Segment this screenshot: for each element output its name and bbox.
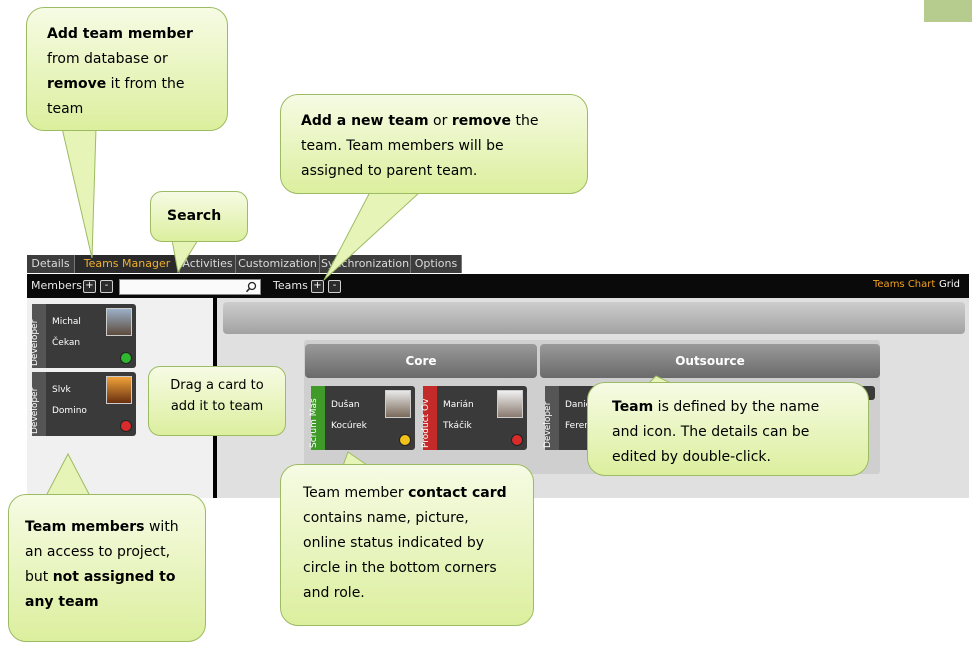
member-first-name: Slvk (52, 385, 71, 395)
tab-customization[interactable]: Customization (236, 255, 320, 273)
callout-text: is defined by the name and icon. The det… (612, 399, 820, 465)
member-photo (106, 308, 132, 336)
member-last-name: Domino (52, 406, 87, 416)
team-outsource-title[interactable]: Outsource (540, 344, 880, 378)
search-icon[interactable] (245, 281, 257, 293)
callout-bold: Team (612, 399, 654, 415)
member-last-name: Tkáčik (443, 421, 472, 431)
teams-label: Teams (273, 279, 308, 292)
add-team-button[interactable]: + (311, 280, 324, 293)
callout-drag-card: Drag a card to add it to team (148, 366, 286, 436)
member-last-name: Kocúrek (331, 421, 367, 431)
status-indicator (399, 434, 411, 446)
role-strip: Developer (30, 304, 46, 368)
remove-member-button[interactable]: - (100, 280, 113, 293)
callout-text: Drag a card to add it to team (170, 378, 264, 414)
callout-text: from database or (47, 51, 168, 67)
callout-bold: Add a new team (301, 113, 429, 129)
member-last-name: Feren (565, 421, 590, 431)
status-indicator (120, 352, 132, 364)
callout-text: it from the team (47, 76, 185, 117)
member-card[interactable]: Developer Slvk Domino (30, 372, 136, 436)
member-photo (385, 390, 411, 418)
member-card[interactable]: Product Ov Marián Tkáčik (421, 386, 527, 450)
callout-add-team: Add a new team or remove the team. Team … (280, 94, 588, 194)
callout-bold: contact card (408, 485, 507, 501)
callout-bold: remove (451, 113, 512, 129)
remove-team-button[interactable]: - (328, 280, 341, 293)
callout-text: or (428, 113, 452, 129)
member-card[interactable]: Developer Michal Čekan (30, 304, 136, 368)
callout-search: Search (150, 191, 248, 242)
callout-bold: not assigned to any team (25, 569, 176, 610)
callout-bold: Team members (25, 519, 145, 535)
team-core-title[interactable]: Core (305, 344, 537, 378)
callout-bold: Add team member (47, 26, 193, 42)
callout-text: contains name, picture, online status in… (303, 510, 497, 601)
teams-chart-link[interactable]: Teams Chart (873, 279, 936, 290)
member-first-name: Danie (565, 400, 592, 410)
grid-link[interactable]: Grid (939, 279, 960, 290)
corner-decoration (924, 0, 972, 22)
root-team-header[interactable] (223, 302, 965, 334)
callout-team-members: Team members with an access to project, … (8, 494, 206, 642)
role-strip: Developer (30, 372, 46, 436)
members-label: Members (31, 279, 82, 292)
status-indicator (120, 420, 132, 432)
member-photo (497, 390, 523, 418)
callout-add-member: Add team member from database or remove … (26, 7, 228, 131)
tab-activities[interactable]: Activities (180, 255, 236, 273)
tab-details[interactable]: Details (27, 255, 75, 273)
callout-bold: Search (167, 208, 222, 224)
member-card[interactable]: Scrum Mas Dušan Kocúrek (309, 386, 415, 450)
role-strip: Scrum Mas (309, 386, 325, 450)
status-indicator (511, 434, 523, 446)
role-strip: Product Ov (421, 386, 437, 450)
member-first-name: Dušan (331, 400, 360, 410)
member-last-name: Čekan (52, 338, 81, 348)
callout-team-definition: Team is defined by the name and icon. Th… (587, 382, 869, 476)
member-first-name: Michal (52, 317, 81, 327)
callout-contact-card: Team member contact card contains name, … (280, 464, 534, 626)
callout-text: Team member (303, 485, 409, 501)
tab-teams-manager[interactable]: Teams Manager (75, 255, 180, 273)
toolbar: Members + - Teams + - Teams Chart Grid (27, 274, 969, 298)
tab-bar: Details Teams Manager Activities Customi… (27, 254, 969, 274)
callout-text: the team. Team members will be assigned … (301, 113, 539, 179)
callout-bold: remove (47, 76, 107, 92)
member-photo (106, 376, 132, 404)
role-strip: Developer (543, 386, 559, 450)
member-first-name: Marián (443, 400, 474, 410)
callout-text: with an access to project, but (25, 519, 179, 585)
search-input[interactable] (119, 279, 261, 295)
add-member-button[interactable]: + (83, 280, 96, 293)
tab-options[interactable]: Options (411, 255, 462, 273)
